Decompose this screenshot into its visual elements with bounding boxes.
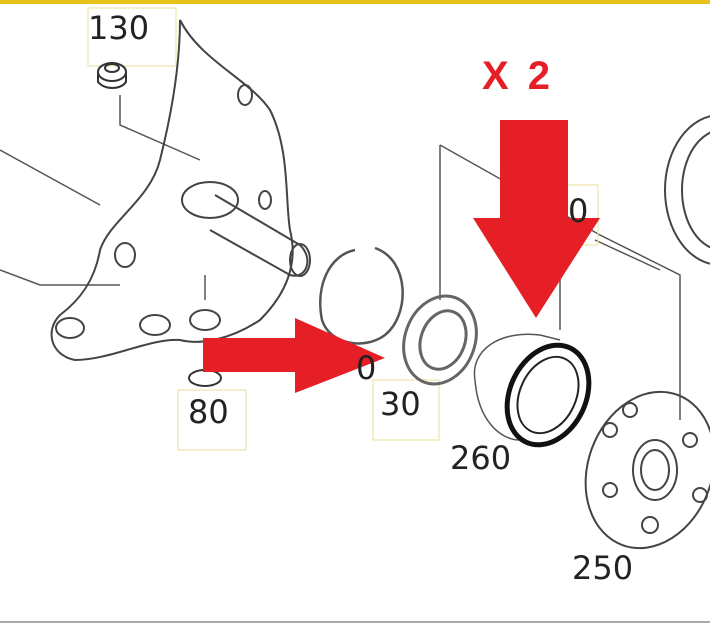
callout-80: 80 [188, 393, 229, 431]
nut-130 [97, 62, 127, 89]
top-border [0, 0, 710, 4]
snap-ring [319, 246, 404, 345]
seal-30 [402, 294, 478, 386]
bolt-80 [188, 369, 222, 387]
arrow-down [473, 120, 600, 318]
callout-30: 30 [380, 385, 421, 423]
quantity-annotation: X 2 [482, 54, 555, 98]
callout-130: 130 [88, 9, 150, 47]
callout-partial: 0 [356, 349, 377, 387]
callout-260: 260 [450, 439, 512, 477]
arrow-right [203, 318, 385, 393]
wheel-hub-250 [584, 390, 710, 550]
callout-250: 250 [572, 549, 634, 587]
bearing-260 [473, 333, 592, 448]
brake-disc [664, 115, 710, 265]
steering-knuckle [50, 19, 311, 362]
callout-partial: 0 [568, 192, 589, 230]
